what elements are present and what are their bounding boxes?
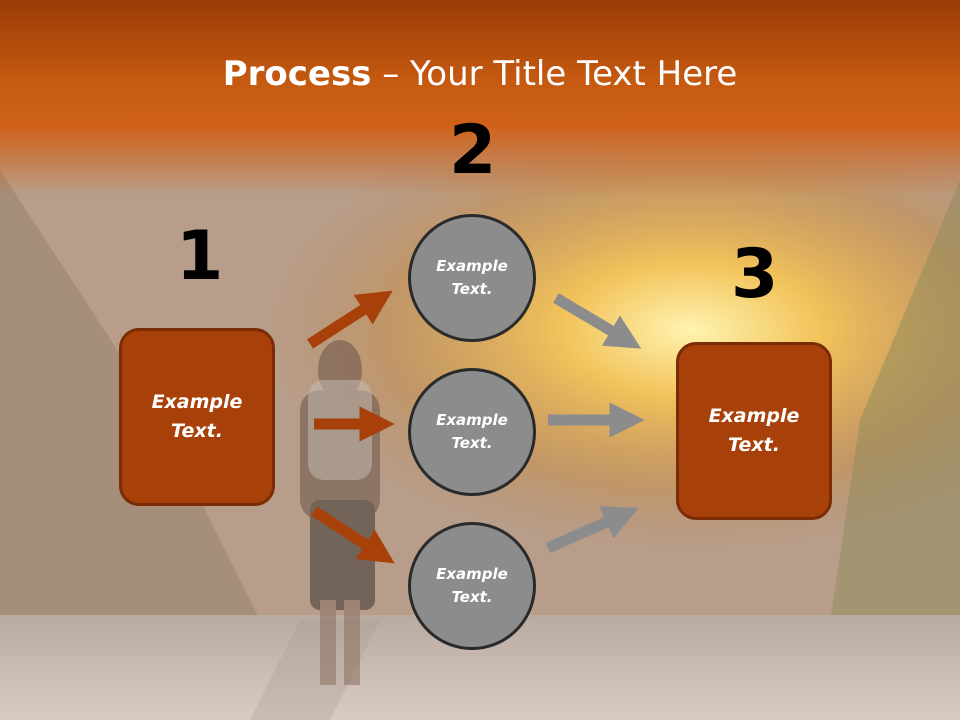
slide-title: Process – Your Title Text Here <box>0 52 960 96</box>
step-1-text: Example Text. <box>151 391 243 442</box>
step-number-2: 2 <box>449 111 497 190</box>
step-2-circle-top: Example Text. <box>408 214 536 342</box>
arrow-to-top-circle <box>307 290 393 349</box>
circle-bottom-text: Example Text. <box>436 565 508 606</box>
step-number-3: 3 <box>731 235 779 314</box>
arrow-to-bottom-circle <box>311 506 395 564</box>
step-2-circle-middle: Example Text. <box>408 368 536 496</box>
step-number-1: 1 <box>176 217 224 296</box>
step-1-box: Example Text. <box>119 328 275 506</box>
step-3-text: Example Text. <box>708 405 800 456</box>
arrow-from-top-circle <box>553 293 642 349</box>
circle-top-text: Example Text. <box>436 257 508 298</box>
step-2-circle-bottom: Example Text. <box>408 522 536 650</box>
title-bold: Process <box>222 54 372 94</box>
circle-middle-text: Example Text. <box>436 411 508 452</box>
arrow-from-bottom-circle <box>545 506 639 554</box>
step-3-box: Example Text. <box>676 342 832 520</box>
title-rest: – Your Title Text Here <box>371 54 738 94</box>
